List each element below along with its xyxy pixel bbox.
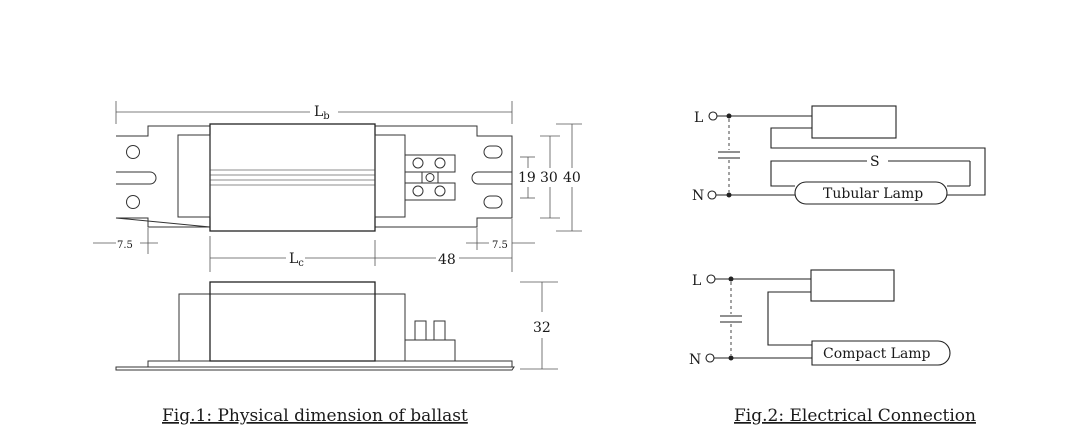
lc-dimension-label: Lc — [289, 251, 304, 269]
dim-7-5-left: 7.5 — [117, 240, 133, 251]
compact-lamp — [811, 340, 951, 366]
fig2-caption: Fig.2: Electrical Connection — [734, 406, 976, 426]
tubular-lamp — [794, 181, 948, 205]
line-terminal-label: L — [694, 110, 703, 126]
ballast-box-top — [811, 105, 897, 139]
tubular-lamp-label: Tubular Lamp — [823, 186, 923, 202]
ballast-side-view: 32 — [115, 281, 558, 371]
line-terminal-label-2: L — [692, 273, 701, 289]
neutral-terminal-label-2: N — [689, 352, 701, 368]
dim-32: 32 — [533, 320, 551, 336]
neutral-terminal-label: N — [692, 188, 704, 204]
lb-dimension-label: Lb — [314, 104, 330, 122]
dim-40: 40 — [563, 170, 581, 186]
starter-label: S — [870, 154, 880, 170]
dim-7-5-right: 7.5 — [492, 240, 508, 251]
dim-19: 19 — [518, 170, 536, 186]
tubular-lamp-circuit: L N S Tubular Lamp — [692, 105, 986, 205]
ballast-top-view: Lb 7.5 — [93, 101, 582, 272]
compact-lamp-label: Compact Lamp — [823, 346, 931, 362]
dim-30: 30 — [540, 170, 558, 186]
fig1-caption: Fig.1: Physical dimension of ballast — [162, 406, 468, 426]
compact-lamp-circuit: L N Compact Lamp — [689, 269, 951, 368]
ballast-box-bottom — [810, 269, 895, 302]
dim-48: 48 — [438, 252, 456, 268]
